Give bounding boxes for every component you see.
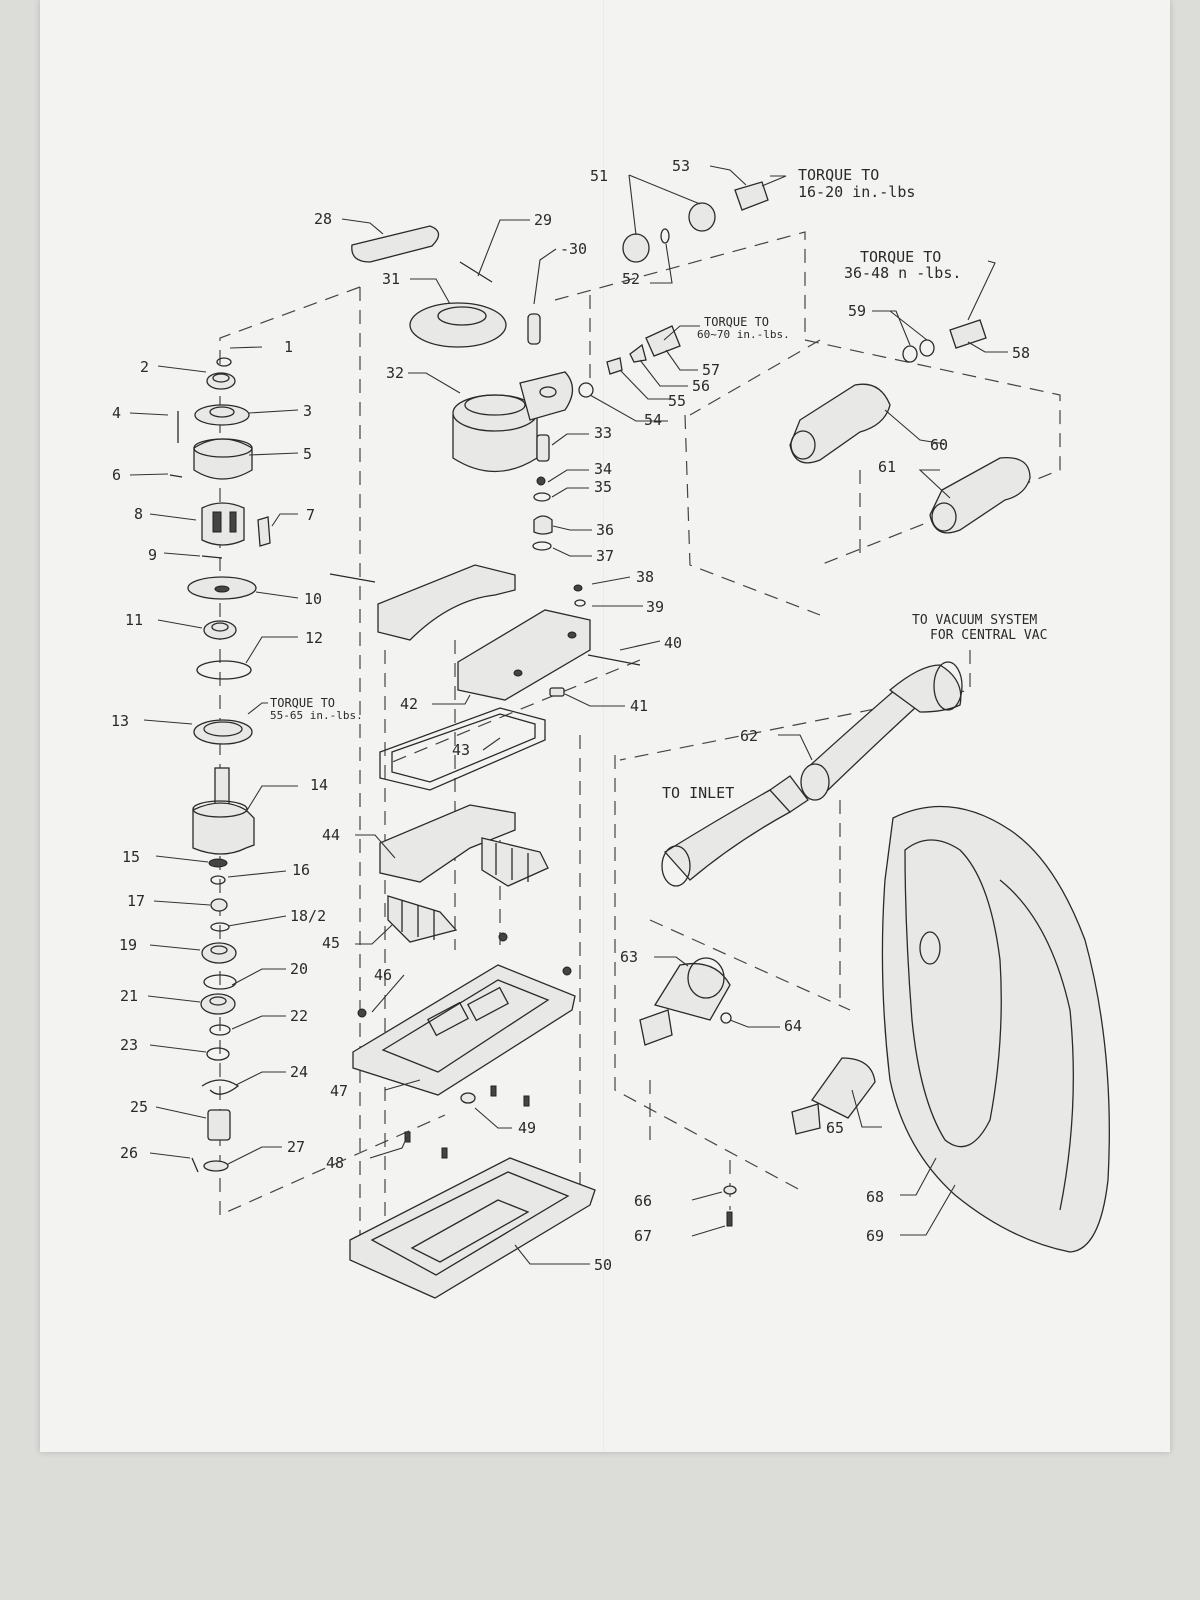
callout-13: 13 [111,712,129,730]
callout-2: 2 [140,358,149,376]
callout-57: 57 [702,361,720,379]
callout-46: 46 [374,966,392,984]
callout-37: 37 [596,547,614,565]
callout-62: 62 [740,727,758,745]
callout-24: 24 [290,1063,308,1081]
callout-12: 12 [305,629,323,647]
callout-52: 52 [622,270,640,288]
callout-labels: 1 2 3 4 5 6 7 8 9 10 11 12 13 14 15 16 1… [111,157,1030,1274]
callout-50: 50 [594,1256,612,1274]
callout-55: 55 [668,392,686,410]
callout-3: 3 [303,402,312,420]
callout-58: 58 [1012,344,1030,362]
torque-57-line2: 60~70 in.-lbs. [697,328,790,341]
inlet-label: TO INLET [662,784,734,802]
callout-29: 29 [534,211,552,229]
callout-69: 69 [866,1227,884,1245]
callout-65: 65 [826,1119,844,1137]
callout-21: 21 [120,987,138,1005]
callout-22: 22 [290,1007,308,1025]
callout-30: -30 [560,240,587,258]
callout-17: 17 [127,892,145,910]
callout-41: 41 [630,697,648,715]
callout-11: 11 [125,611,143,629]
callout-39: 39 [646,598,664,616]
callout-19: 19 [119,936,137,954]
callout-31: 31 [382,270,400,288]
callout-14: 14 [310,776,328,794]
callout-1: 1 [284,338,293,356]
callout-66: 66 [634,1192,652,1210]
torque-13-line1: TORQUE TO [270,696,335,710]
callout-16: 16 [292,861,310,879]
base-plate-parts [349,932,596,1299]
callout-61: 61 [878,458,896,476]
callout-33: 33 [594,424,612,442]
callout-47: 47 [330,1082,348,1100]
torque-53-line1: TORQUE TO [798,166,879,184]
hose-parts [639,661,1110,1253]
callout-32: 32 [386,364,404,382]
callout-34: 34 [594,460,612,478]
callout-67: 67 [634,1227,652,1245]
callout-5: 5 [303,445,312,463]
upper-middle-parts [351,225,574,551]
callout-53: 53 [672,157,690,175]
callout-7: 7 [306,506,315,524]
callout-8: 8 [134,505,143,523]
torque-notes: TORQUE TO 16-20 in.-lbs TORQUE TO 36-48 … [270,166,1047,802]
callout-9: 9 [148,546,157,564]
callout-38: 38 [636,568,654,586]
callout-68: 68 [866,1188,884,1206]
callout-60: 60 [930,436,948,454]
callout-42: 42 [400,695,418,713]
callout-6: 6 [112,466,121,484]
torque-58-line1: TORQUE TO [860,248,941,266]
callout-59: 59 [848,302,866,320]
callout-4: 4 [112,404,121,422]
callout-23: 23 [120,1036,138,1054]
callout-44: 44 [322,826,340,844]
callout-43: 43 [452,741,470,759]
paper-fold [603,0,605,1452]
callout-56: 56 [692,377,710,395]
callout-48: 48 [326,1154,344,1172]
callout-35: 35 [594,478,612,496]
callout-27: 27 [287,1138,305,1156]
callout-28: 28 [314,210,332,228]
callout-63: 63 [620,948,638,966]
callout-51: 51 [590,167,608,185]
leader-lines [129,165,1008,1265]
middle-housing-parts [329,564,641,943]
callout-18: 18/2 [290,907,326,925]
callout-10: 10 [304,590,322,608]
torque-57-line1: TORQUE TO [704,315,769,329]
callout-54: 54 [644,411,662,429]
callout-40: 40 [664,634,682,652]
callout-45: 45 [322,934,340,952]
callout-15: 15 [122,848,140,866]
callout-36: 36 [596,521,614,539]
vacuum-line1: TO VACUUM SYSTEM [912,613,1037,628]
torque-53-line2: 16-20 in.-lbs [798,183,915,201]
callout-25: 25 [130,1098,148,1116]
callout-26: 26 [120,1144,138,1162]
torque-13-line2: 55-65 in.-lbs. [270,709,363,722]
vacuum-line2: FOR CENTRAL VAC [930,628,1047,643]
torque-58-line2: 36-48 n -lbs. [844,264,961,282]
callout-64: 64 [784,1017,802,1035]
left-column-parts [169,357,271,1173]
callout-20: 20 [290,960,308,978]
callout-49: 49 [518,1119,536,1137]
